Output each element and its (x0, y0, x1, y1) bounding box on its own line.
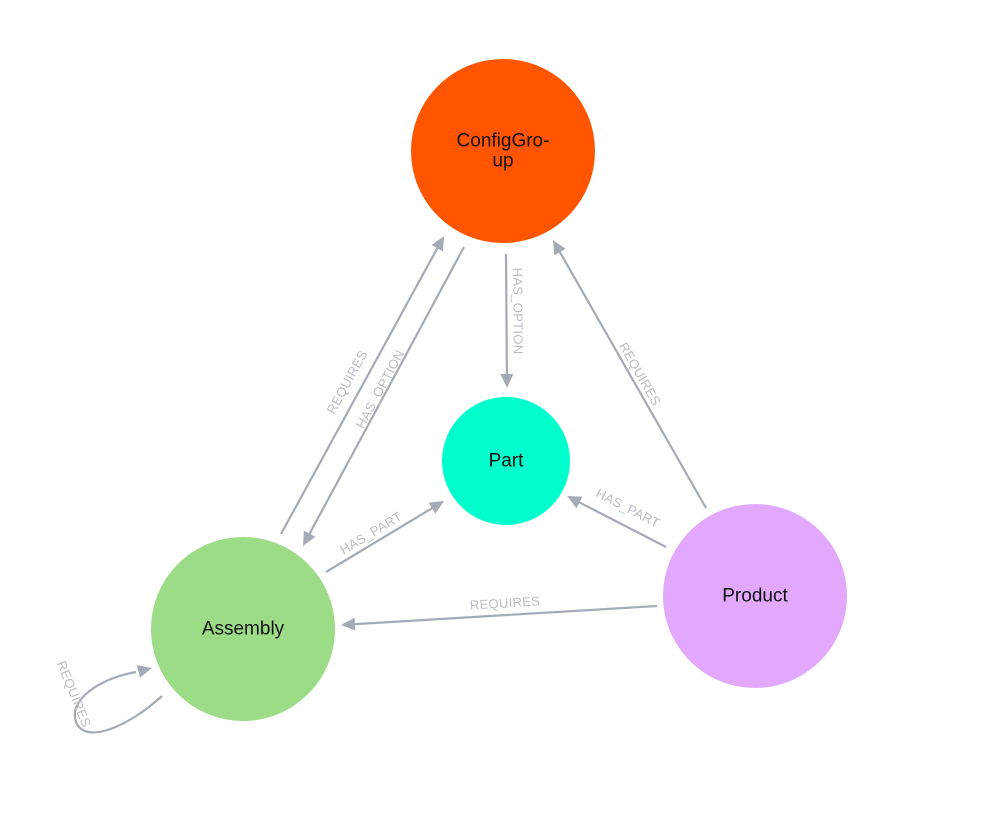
relationship-line (306, 246, 465, 538)
node-circle (151, 537, 335, 721)
relationship-arrowhead (431, 236, 444, 252)
node-part[interactable]: Part (442, 397, 570, 525)
relationship-label: REQUIRES (616, 340, 664, 409)
relationship-line (575, 499, 667, 548)
node-label: Product (722, 586, 788, 607)
relationship-arrowhead (136, 665, 152, 678)
relationship-configgroup-has-option-assembly[interactable]: HAS_OPTION (303, 246, 465, 546)
relationship-arrowhead (303, 530, 316, 546)
relationship-arrowhead (428, 501, 444, 514)
node-circle (663, 504, 847, 688)
relationship-arrowhead (341, 617, 356, 631)
relationship-label: HAS_PART (594, 485, 663, 530)
relationship-product-requires-configgroup[interactable]: REQUIRES (553, 240, 707, 509)
relationship-configgroup-has-option-part[interactable]: HAS_OPTION (500, 253, 526, 388)
relationship-loop (73, 670, 163, 734)
node-configgroup[interactable]: ConfigGro-up (411, 59, 595, 243)
relationship-line (504, 253, 509, 379)
relationship-product-has-part-part[interactable]: HAS_PART (567, 485, 667, 548)
relationship-assembly-requires-configgroup[interactable]: REQUIRES (280, 236, 444, 535)
relationship-assembly-has-part-part[interactable]: HAS_PART (325, 501, 444, 573)
relationship-arrowhead (500, 373, 514, 388)
relationship-product-requires-assembly[interactable]: REQUIRES (341, 593, 658, 631)
node-product[interactable]: Product (663, 504, 847, 688)
relationship-label: REQUIRES (469, 593, 540, 612)
node-circle (442, 397, 570, 525)
relationship-line (325, 505, 436, 573)
relationship-line (350, 604, 658, 626)
relationship-arrowhead (567, 496, 583, 509)
relationship-label: HAS_OPTION (510, 268, 526, 355)
node-label: ConfigGro- (457, 131, 550, 152)
node-label: up (492, 151, 513, 172)
node-label: Part (489, 451, 525, 472)
relationship-assembly-requires-assembly[interactable]: REQUIRES (54, 659, 163, 734)
relationships-layer: REQUIRESHAS_OPTIONHAS_OPTIONREQUIRESHAS_… (54, 236, 707, 734)
relationship-arrowhead (553, 240, 566, 256)
relationship-label: HAS_PART (337, 509, 405, 558)
relationship-line (557, 248, 707, 509)
node-circle (411, 59, 595, 243)
node-label: Assembly (202, 619, 285, 640)
node-assembly[interactable]: Assembly (151, 537, 335, 721)
relationship-line (280, 244, 441, 535)
